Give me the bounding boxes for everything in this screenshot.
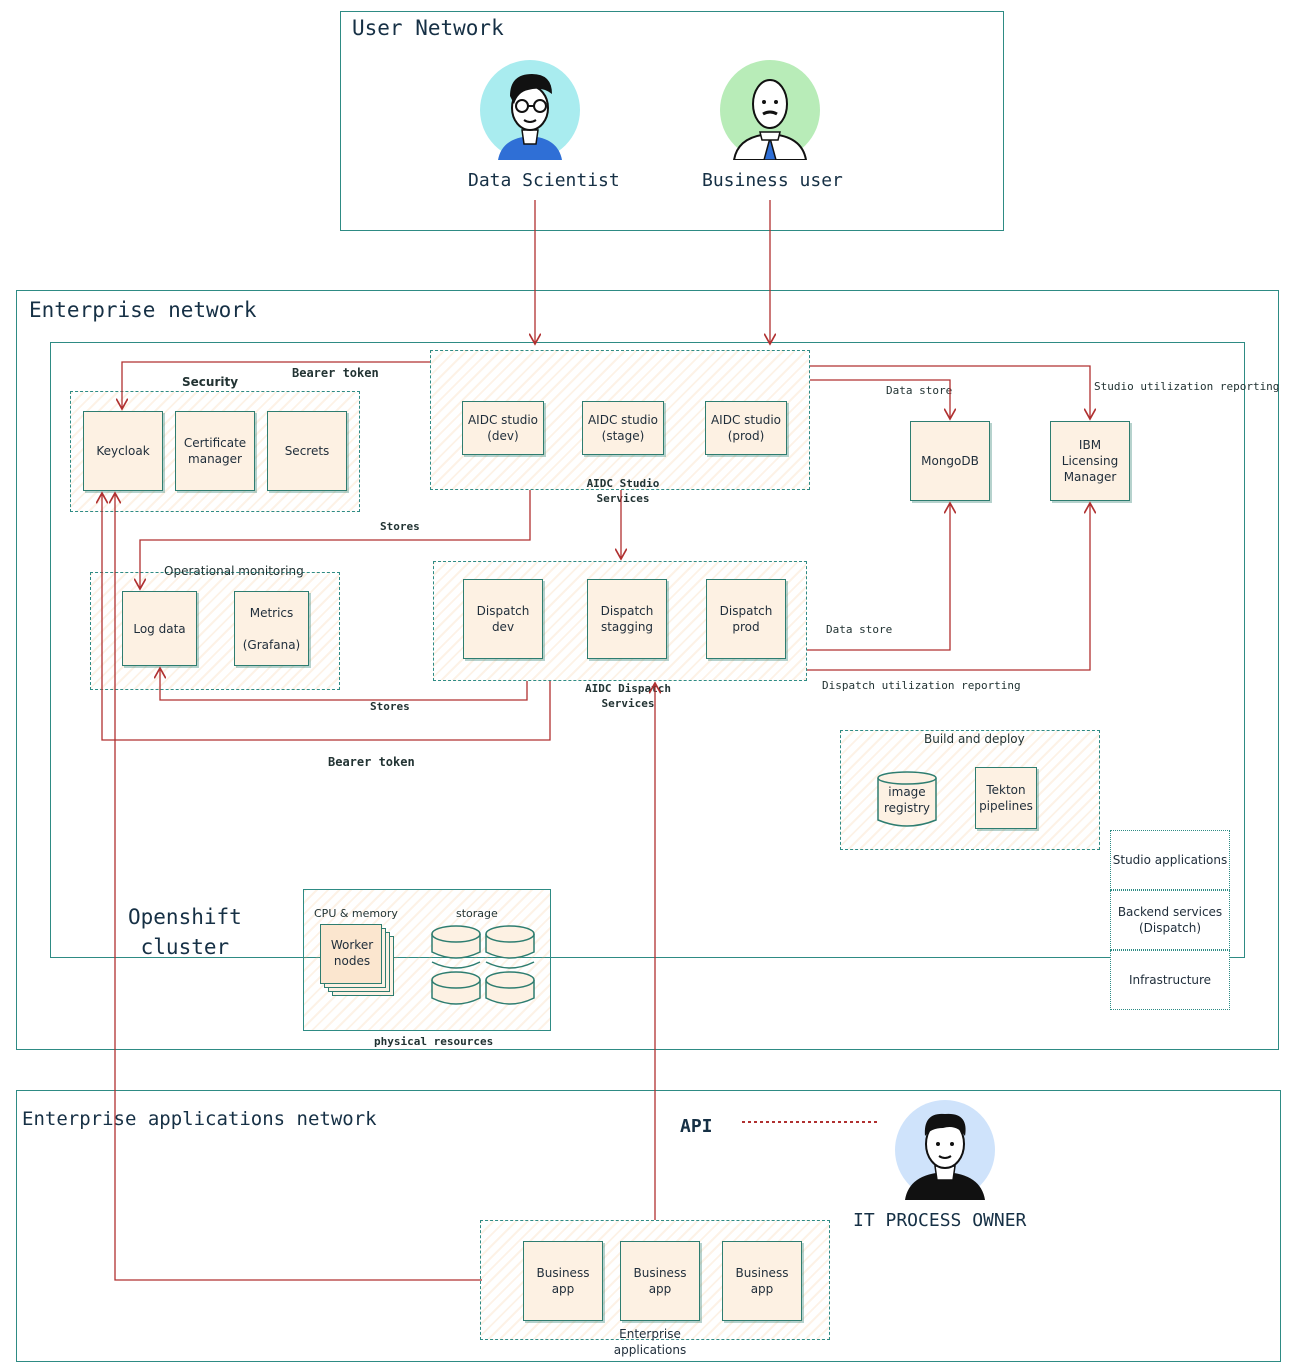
bearer-token-top-label: Bearer token	[292, 366, 379, 380]
data-store-top-label: Data store	[886, 384, 953, 397]
business-app-box-1: Business app	[523, 1241, 603, 1321]
api-label: API	[680, 1116, 713, 1137]
certificate-manager-box: Certificate manager	[175, 411, 255, 491]
log-data-box: Log data	[122, 591, 197, 666]
dispatch-stagging-box: Dispatch stagging	[587, 579, 667, 659]
build-deploy-title: Build and deploy	[924, 732, 1025, 746]
user-network-title: User Network	[352, 16, 504, 40]
business-user-avatar-icon	[720, 60, 820, 161]
tekton-pipelines-box: Tekton pipelines	[975, 767, 1037, 829]
it-process-owner-avatar-icon	[895, 1100, 995, 1200]
studio-utilization-label: Studio utilization reporting	[1094, 380, 1280, 393]
image-registry-cylinder-icon	[876, 770, 938, 830]
openshift-cluster-label: Openshift cluster	[128, 905, 242, 959]
aidc-studio-stage-box: AIDC studio (stage)	[582, 401, 664, 455]
user-network-zone	[340, 11, 1004, 231]
image-registry-label: image registry	[884, 785, 930, 815]
legend-backend-services: Backend services (Dispatch)	[1110, 890, 1230, 950]
dispatch-prod-box: Dispatch prod	[706, 579, 786, 659]
enterprise-applications-title: Enterprise applications	[613, 1327, 687, 1357]
security-title: Security	[182, 375, 239, 389]
data-scientist-label: Data Scientist	[468, 170, 620, 191]
openshift-cluster-zone	[50, 342, 1245, 958]
enterprise-apps-network-zone	[16, 1090, 1281, 1362]
secrets-box: Secrets	[267, 411, 347, 491]
dispatch-services-title: AIDC Dispatch Services	[584, 682, 672, 710]
aidc-studio-prod-box: AIDC studio (prod)	[705, 401, 787, 455]
enterprise-network-title: Enterprise network	[29, 298, 257, 322]
enterprise-apps-network-title: Enterprise applications network	[22, 1108, 377, 1130]
stores-top-label: Stores	[380, 520, 420, 533]
it-process-owner-label: IT PROCESS OWNER	[853, 1210, 1027, 1231]
operational-monitoring-title: Operational monitoring	[164, 564, 304, 578]
storage-disks-icon	[428, 922, 540, 1014]
physical-resources-title: physical resources	[374, 1035, 494, 1048]
mongodb-box: MongoDB	[910, 421, 990, 501]
storage-label: storage	[456, 907, 498, 920]
keycloak-box: Keycloak	[83, 411, 163, 491]
cpu-memory-label: CPU & memory	[314, 907, 398, 920]
dispatch-utilization-label: Dispatch utilization reporting	[822, 679, 1021, 692]
business-app-box-3: Business app	[722, 1241, 802, 1321]
business-app-box-2: Business app	[620, 1241, 700, 1321]
data-store-mid-label: Data store	[826, 623, 893, 636]
legend-studio-applications: Studio applications	[1110, 830, 1230, 890]
ibm-licensing-manager-box: IBM Licensing Manager	[1050, 421, 1130, 501]
legend-infrastructure: Infrastructure	[1110, 950, 1230, 1010]
worker-nodes-label: Worker nodes	[330, 938, 374, 968]
metrics-grafana-box: Metrics (Grafana)	[234, 591, 309, 666]
dispatch-dev-box: Dispatch dev	[463, 579, 543, 659]
enterprise-network-zone	[16, 290, 1279, 1050]
bearer-token-bottom-label: Bearer token	[328, 755, 415, 769]
business-user-label: Business user	[702, 170, 843, 191]
stores-bottom-label: Stores	[370, 700, 410, 713]
aidc-studio-dev-box: AIDC studio (dev)	[462, 401, 544, 455]
data-scientist-avatar-icon	[480, 60, 580, 160]
studio-services-title: AIDC Studio Services	[586, 477, 660, 505]
